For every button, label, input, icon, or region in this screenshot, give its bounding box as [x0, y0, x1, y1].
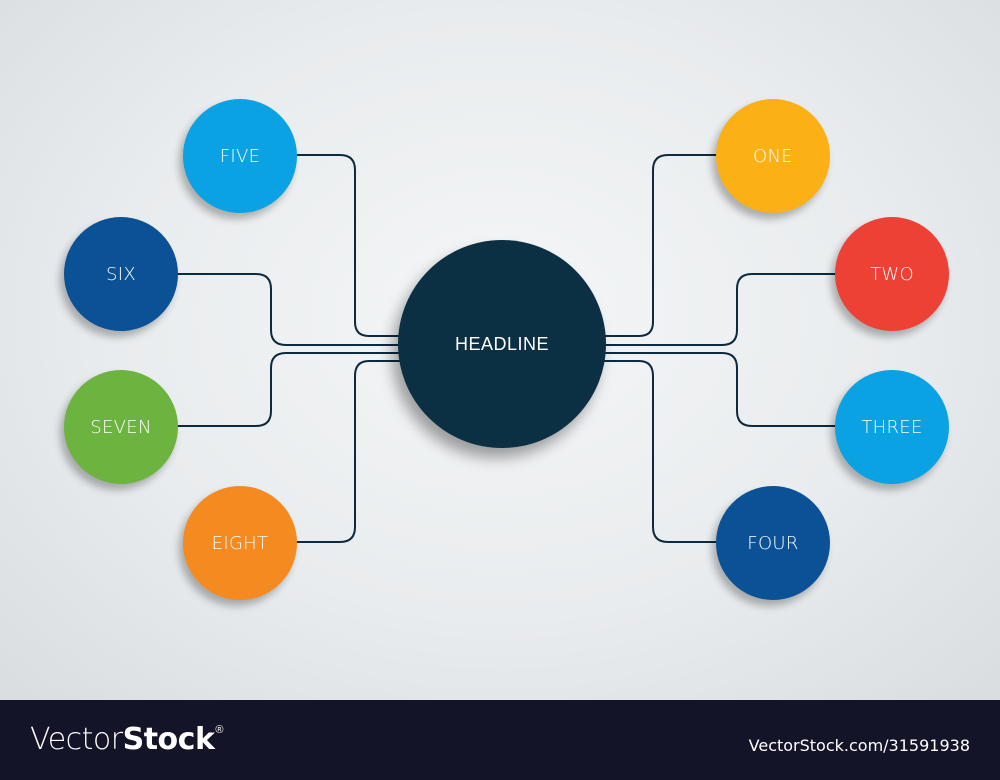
node-two-label: TWO: [870, 263, 914, 285]
node-six: SIX: [64, 217, 178, 331]
node-four-label: FOUR: [747, 532, 799, 554]
connector-eight: [296, 360, 402, 543]
node-four: FOUR: [716, 486, 830, 600]
connector-three: [604, 352, 836, 427]
brand-light: Vector: [30, 722, 123, 757]
node-three: THREE: [835, 370, 949, 484]
node-seven: SEVEN: [64, 370, 178, 484]
node-seven-label: SEVEN: [90, 416, 152, 438]
headline-node: HEADLINE: [398, 240, 606, 448]
connector-one: [602, 154, 718, 337]
connector-six: [176, 273, 400, 346]
connector-five: [296, 154, 402, 337]
brand-bold: Stock: [122, 722, 215, 757]
node-two: TWO: [835, 217, 949, 331]
connector-seven: [176, 352, 400, 427]
registered-mark: ®: [215, 724, 224, 736]
node-three-label: THREE: [861, 416, 923, 438]
node-one: ONE: [716, 99, 830, 213]
image-reference: VectorStock.com/31591938: [748, 736, 970, 755]
mind-map-canvas: HEADLINE FIVE SIX SEVEN EIGHT ONE TWO TH…: [0, 0, 1000, 700]
connector-two: [604, 273, 836, 346]
connector-lines: [176, 154, 836, 543]
node-eight-label: EIGHT: [211, 532, 269, 554]
headline-label: HEADLINE: [454, 333, 550, 354]
vectorstock-logo: VectorStock®: [30, 722, 223, 757]
node-six-label: SIX: [106, 263, 136, 285]
node-one-label: ONE: [753, 145, 793, 167]
watermark-footer: VectorStock® VectorStock.com/31591938: [0, 700, 1000, 780]
node-eight: EIGHT: [183, 486, 297, 600]
connector-four: [602, 360, 718, 543]
node-five: FIVE: [183, 99, 297, 213]
node-five-label: FIVE: [219, 145, 261, 167]
